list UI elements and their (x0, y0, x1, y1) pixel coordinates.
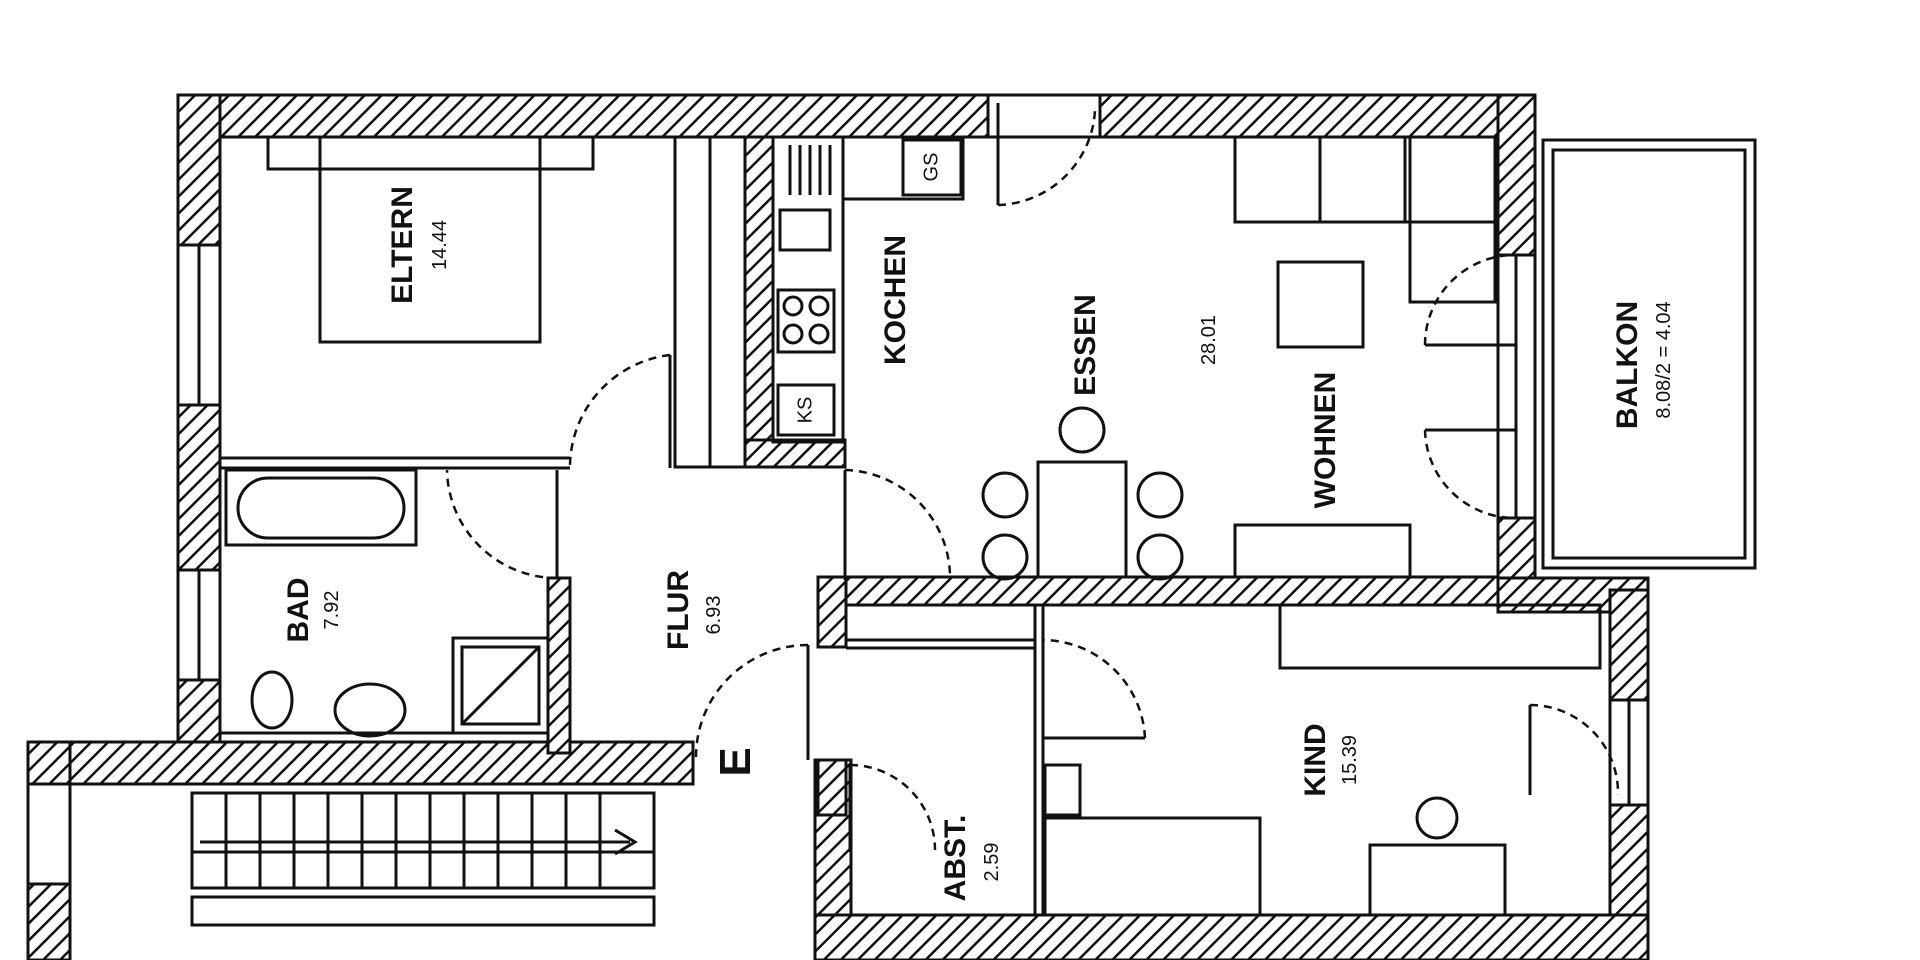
room-label-eltern: ELTERN (386, 186, 419, 304)
room-label-bad: BAD (282, 578, 315, 643)
exterior-walls (26, 93, 1650, 960)
kitchen-counter (771, 135, 965, 444)
bathtub (224, 468, 418, 547)
doors (445, 103, 1620, 852)
room-area-eltern: 14.44 (429, 220, 451, 270)
sofa (1233, 135, 1497, 304)
room-label-flur: FLUR (662, 570, 695, 650)
stove-icon (776, 288, 836, 354)
child-table (1368, 843, 1507, 917)
room-label-kochen: KOCHEN (879, 235, 912, 365)
sink-mark: GS (920, 153, 942, 182)
room-area-balkon: 8.08/2 = 4.04 (1653, 301, 1675, 418)
balcony-outline (1541, 138, 1757, 570)
room-area-flur: 6.93 (703, 596, 725, 635)
tv-board (1233, 523, 1412, 579)
dining-table (981, 406, 1184, 581)
room-area-kind: 15.39 (1339, 735, 1361, 785)
room-area-abst: 2.59 (981, 843, 1003, 882)
entrance-mark: E (711, 747, 760, 776)
bed (266, 135, 595, 344)
washbasin-icon (333, 682, 407, 738)
child-bed (1043, 816, 1262, 917)
room-label-essen: ESSEN (1069, 294, 1102, 396)
room-label-wohnen: WOHNEN (1309, 372, 1342, 509)
staircase (190, 791, 656, 927)
room-area-wohnen: 28.01 (1198, 315, 1220, 365)
room-label-balkon: BALKON (1611, 301, 1644, 429)
fridge-mark: KS (794, 397, 816, 424)
room-area-bad: 7.92 (321, 591, 343, 630)
room-label-kind: KIND (1299, 723, 1332, 796)
shower (451, 636, 550, 735)
toilet-icon (250, 670, 294, 730)
coffee-table (1276, 260, 1365, 349)
wardrobe (673, 135, 747, 469)
desk (1278, 603, 1602, 670)
partitions (220, 456, 1045, 915)
room-label-abst: ABST. (939, 815, 972, 902)
windows (26, 93, 1650, 886)
interior-walls (546, 135, 1500, 817)
